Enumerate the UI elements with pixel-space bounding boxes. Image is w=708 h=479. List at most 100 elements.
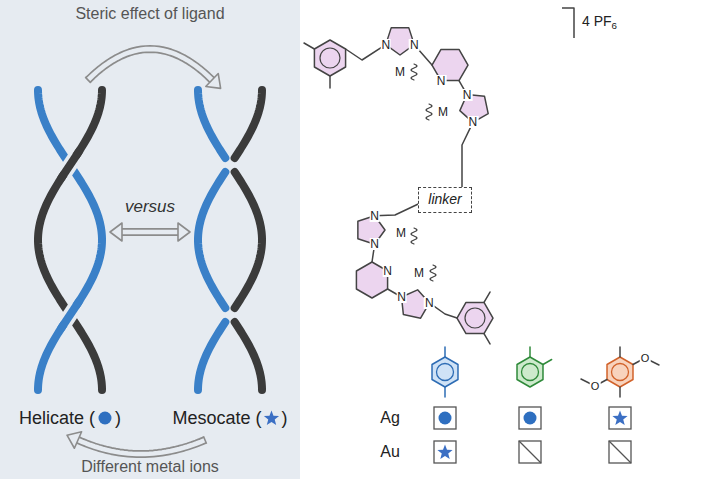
transition-caption: Different metal ions [81,459,219,475]
atom-label: N [369,210,380,222]
mesocate-mark [437,445,452,459]
result-cell [519,441,541,463]
arrow-body-inner [122,230,178,235]
atom-label: N [462,89,473,101]
not-tested-mark [519,441,541,463]
wavy-bond [430,265,436,281]
mesocate-strand [235,90,262,158]
structure-label: ) [282,409,288,427]
metal-label: M [395,227,407,239]
mesocate-strand [235,322,262,390]
versus-label: versus [125,198,175,215]
result-cell [434,407,456,429]
aromatic-circle [612,364,629,381]
aromatic-circle [522,364,539,381]
mesocate-strand [198,90,225,158]
metal-label: M [394,66,406,78]
atom-label: N [369,238,380,250]
atom-label: O [640,353,651,364]
arrow-tail [85,77,91,83]
aromatic-circle [465,308,485,328]
wavy-bond [411,228,417,244]
benzene-ring [314,40,345,76]
arrow-body [122,228,178,236]
metal-label: M [437,106,449,118]
arrow-tail [203,436,206,443]
atom-label: N [462,89,473,101]
atom-label: N [396,291,407,303]
methyl [444,347,446,357]
atom-label: N [369,238,380,250]
structure-label: Mesocate () [172,409,287,427]
mesocate-strand [198,322,225,390]
arrow-body-inner [78,440,205,454]
transition-caption: Steric effect of ligand [75,6,224,22]
bond [484,334,490,344]
structure-label: Helicate () [19,409,121,427]
arrow-body-inner [88,49,212,80]
methyl [543,360,552,365]
result-cell [609,441,631,463]
mesocate-mark [264,411,279,425]
structure-label: ) [115,409,121,427]
atom-label: N [380,39,391,51]
ortho-xylene-icon [517,357,543,387]
structure-label: Mesocate ( [172,409,261,427]
structure-label: Helicate ( [19,409,95,427]
atom-label: N [396,291,407,303]
atom-label: N [424,297,435,309]
helicate-mark [97,410,113,426]
helix-strand [38,90,102,390]
mesocate-mark [264,410,280,426]
arrow-head [110,223,122,241]
atom-label: N [409,39,420,51]
wavy-bond [426,104,432,120]
metal-label: M [395,227,407,239]
aromatic-circle [437,364,454,381]
atom-label: N [436,75,447,87]
metal-row-label: Au [380,444,400,460]
atom-label: N [468,116,479,128]
metal-label: M [394,66,406,78]
methyl [529,347,531,357]
mesocate-strand [198,172,225,308]
metal-row-label: Ag [380,410,400,426]
bond [304,43,314,49]
atom-label: N [382,265,393,277]
result-cell [609,407,631,429]
bracket [562,8,574,38]
metal-label: M [437,106,449,118]
transition-caption: Steric effect of ligand [75,6,224,22]
methyl [619,387,621,397]
linker-box: linker [418,187,471,212]
linker-text: linker [428,192,461,207]
bond [462,122,473,187]
methyl [619,347,621,357]
arrow-body [88,49,212,80]
atom-label: O [640,353,651,364]
para-xylene-icon [432,357,458,387]
bond [375,204,419,216]
metal-row-label: Ag [380,410,400,426]
helix-strand [38,90,102,390]
versus-label: versus [125,198,175,215]
atom-label: O [590,381,601,392]
result-cell [434,441,456,463]
methyl [444,387,446,397]
arrow-body [78,440,205,454]
atom-label: O [590,381,601,392]
helicate-mark [439,412,452,425]
not-tested-mark [609,441,631,463]
atom-label: N [380,39,391,51]
atom-label: N [436,75,447,87]
helicate-mark [99,412,112,425]
counter-ion: 4 PF [582,14,612,28]
counter-ion: 4 PF6 [582,14,617,28]
atom-label: N [382,265,393,277]
metal-row-label: Au [380,444,400,460]
metal-label: M [413,267,425,279]
arrow-head [206,74,221,89]
arrow-head [178,223,190,241]
wavy-bond [411,64,417,80]
